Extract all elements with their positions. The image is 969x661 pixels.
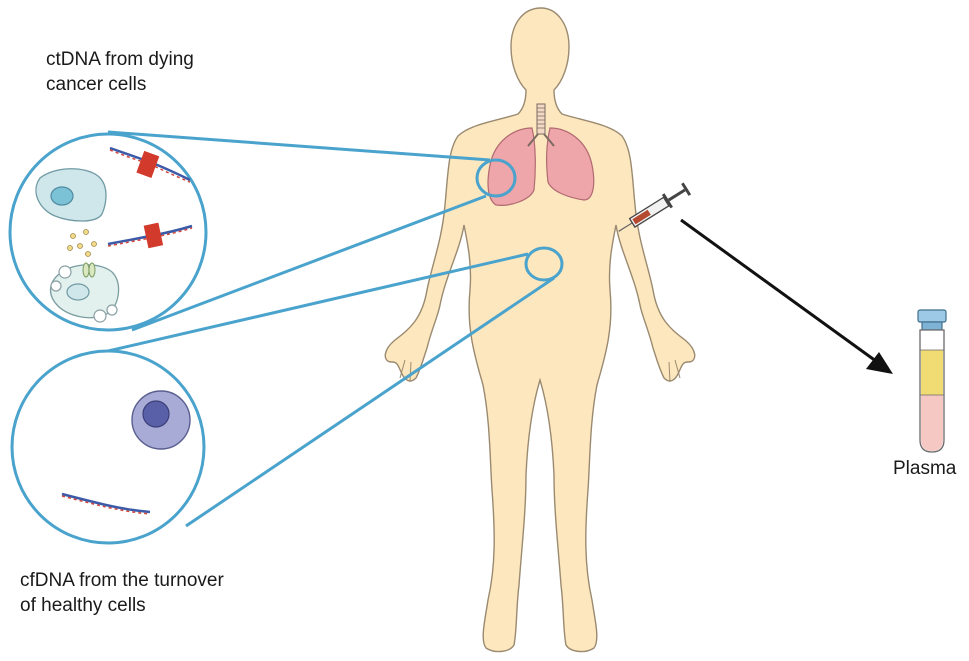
- ctdna-caption-line1: ctDNA from dying: [46, 47, 194, 72]
- ctdna-caption: ctDNA from dying cancer cells: [46, 47, 194, 97]
- blood-tube-icon: [918, 310, 946, 452]
- ctdna-zoom-circle: [10, 134, 206, 330]
- healthy-cell-icon: [132, 391, 190, 449]
- cfdna-caption-line2: of healthy cells: [20, 593, 224, 618]
- ctdna-caption-line2: cancer cells: [46, 72, 194, 97]
- cfdna-caption-line1: cfDNA from the turnover: [20, 568, 224, 593]
- cfdna-caption: cfDNA from the turnover of healthy cells: [20, 568, 224, 618]
- plasma-label: Plasma: [893, 456, 956, 481]
- cfdna-zoom-circle: [12, 351, 204, 543]
- arrow-to-tube: [681, 220, 893, 374]
- plasma-label-text: Plasma: [893, 456, 956, 481]
